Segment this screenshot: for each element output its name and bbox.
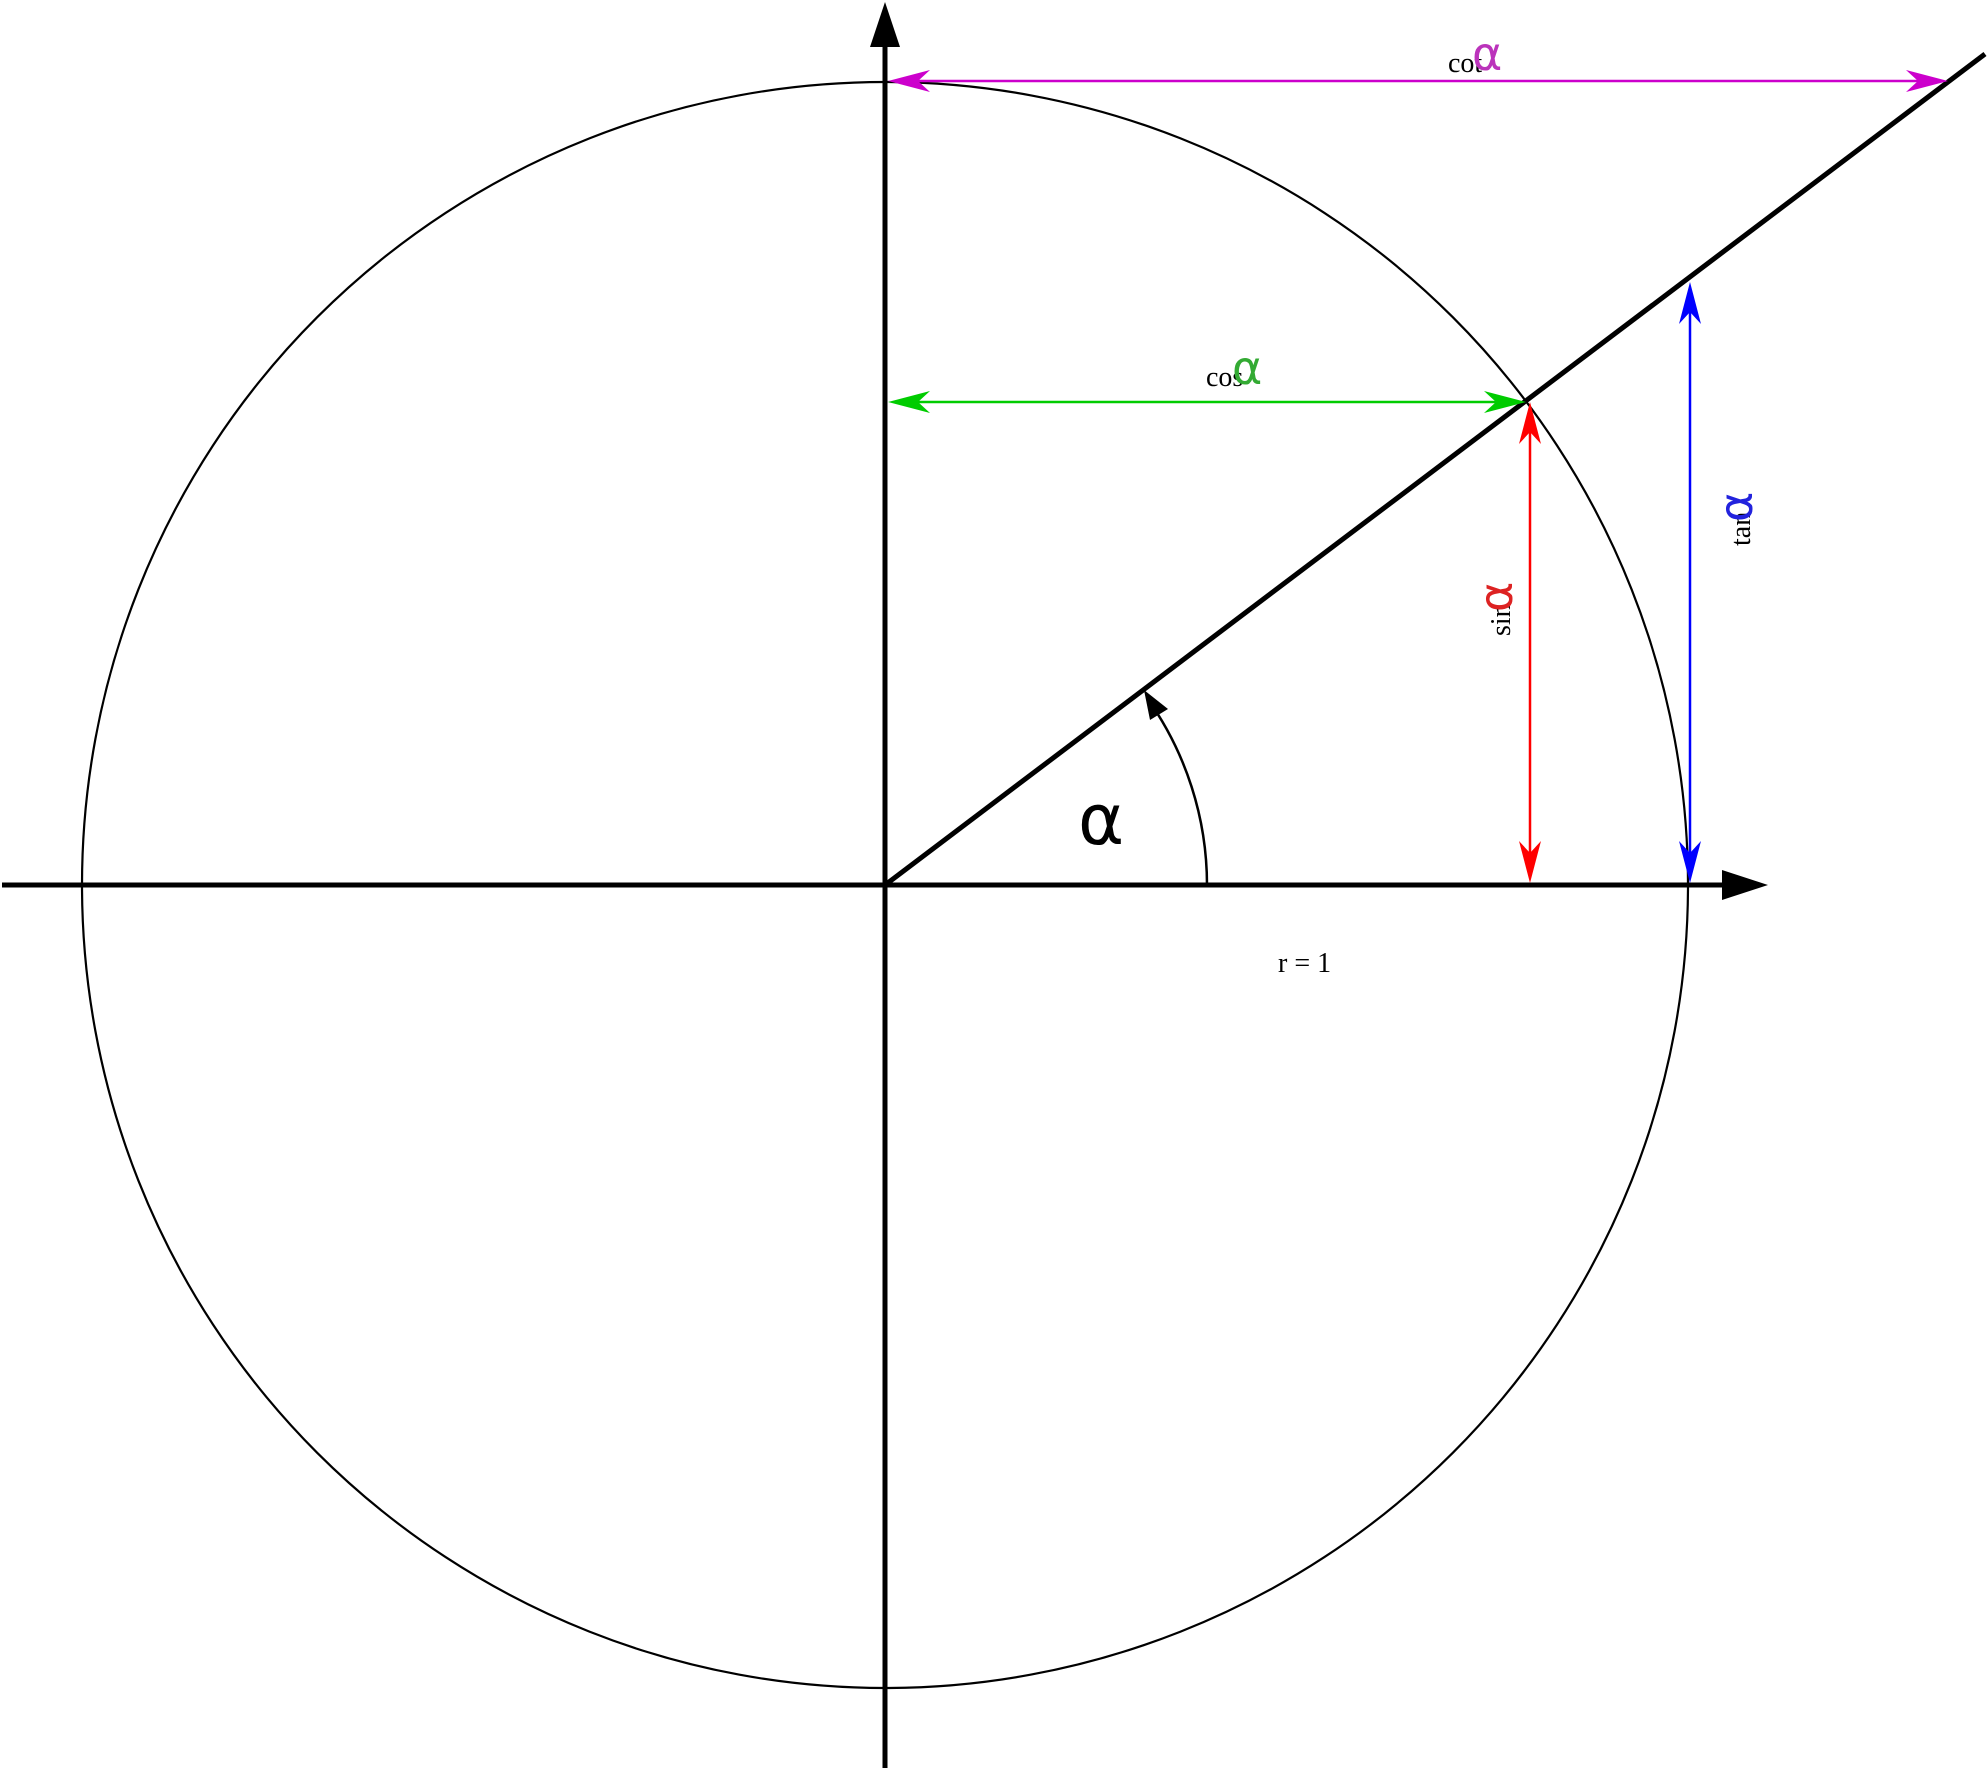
cos-label: cos (1206, 362, 1243, 393)
sin-alpha-label: α (1469, 582, 1523, 612)
radius-label: r = 1 (1278, 948, 1331, 979)
tan-label: tan (1726, 512, 1757, 546)
angle-arc-arrowhead (1144, 690, 1168, 720)
angle-ray (883, 52, 1987, 887)
cot-alpha-label: α (1472, 27, 1502, 81)
angle-alpha-label: α (1078, 779, 1124, 861)
sin-label: sin (1486, 603, 1517, 636)
y-axis-arrowhead (870, 2, 900, 47)
cos-alpha-label: α (1232, 341, 1262, 395)
cos-arrow (888, 391, 1526, 413)
tan-arrow (1679, 282, 1701, 883)
tan-alpha-label: α (1709, 492, 1763, 522)
cot-label: cot (1448, 48, 1482, 79)
sin-arrow (1519, 402, 1541, 883)
x-axis-arrowhead (1722, 870, 1768, 900)
cot-arrow (888, 70, 1948, 92)
angle-arc (1145, 697, 1209, 886)
